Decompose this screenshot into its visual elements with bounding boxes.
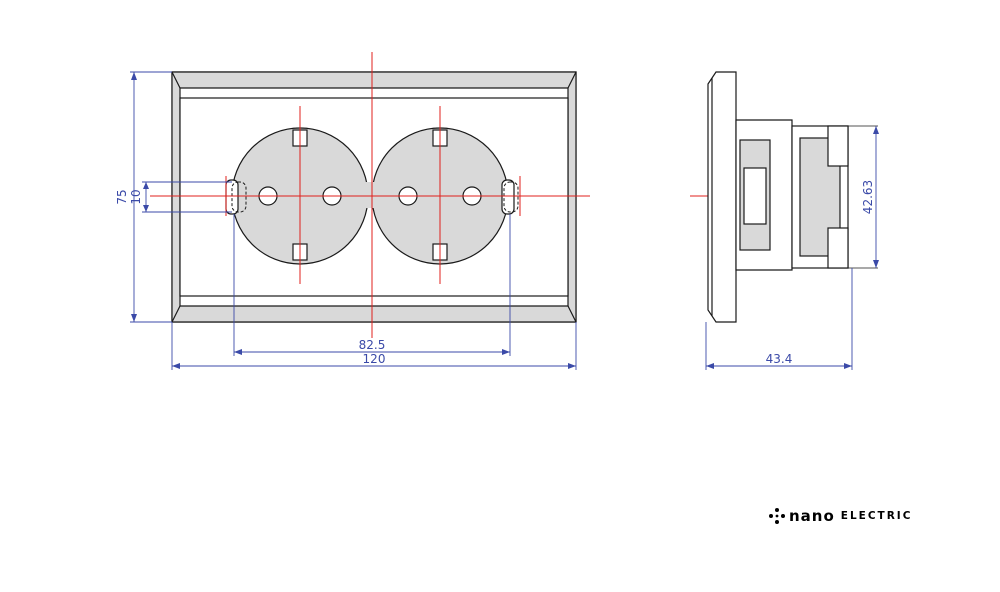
dimension-arrows [131,72,879,369]
side-plate [707,71,737,323]
dim-body-height-label: 42.63 [861,180,875,214]
centerlines [150,52,790,338]
dim-depth-label: 43.4 [766,352,793,366]
dim-width-label: 120 [363,352,386,366]
dim-pin-spacing-label: 82.5 [359,338,386,352]
logo-dots-icon [769,508,785,524]
hidden-pins [231,181,519,213]
logo-sub: electric [840,510,913,522]
dim-height-label: 75 [115,189,129,204]
brand-logo: nano electric [768,506,912,526]
logo-brand: nano [789,507,835,525]
dim-pin-height-label: 10 [129,189,143,204]
side-view [707,71,878,323]
dimension-lines [130,71,877,370]
front-view [171,71,577,323]
